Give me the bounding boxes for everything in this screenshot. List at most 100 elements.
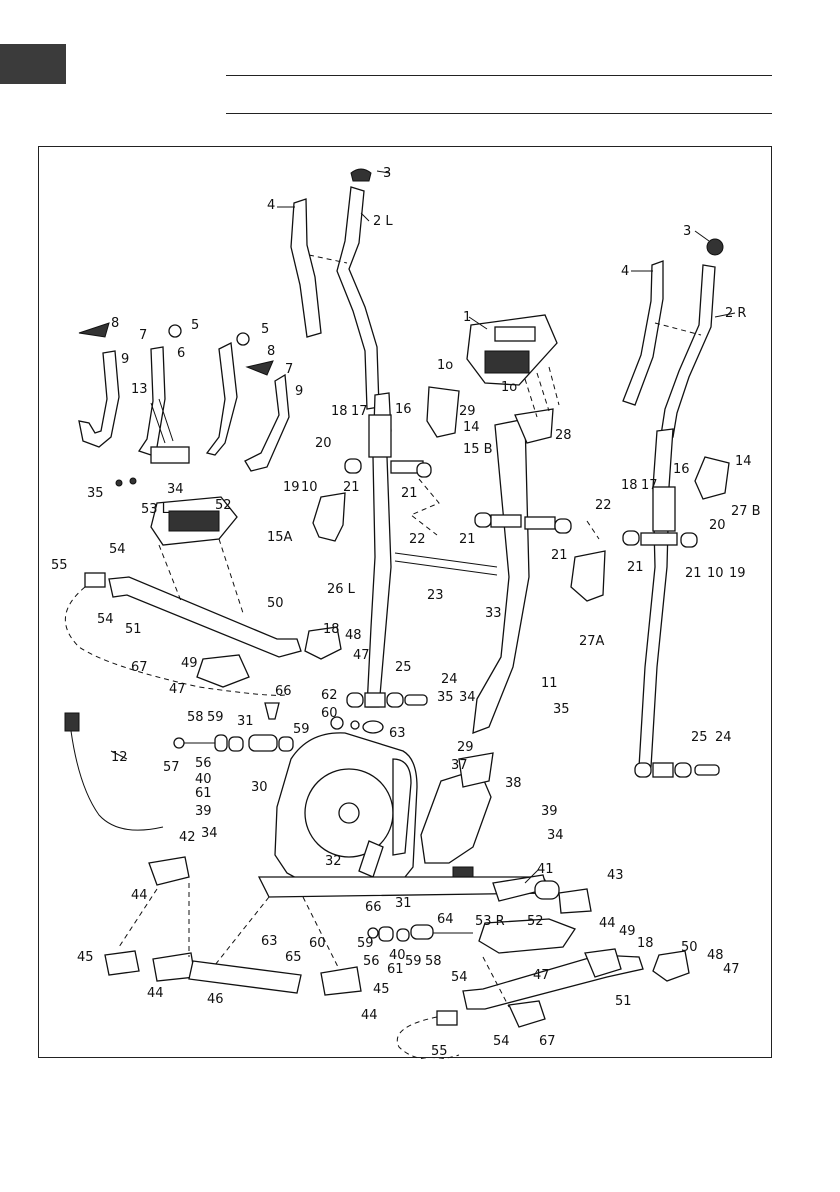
label-p56a: 56: [195, 756, 212, 771]
base-frame-41: [148, 856, 592, 914]
label-p31a: 31: [237, 714, 254, 729]
label-p67a: 67: [131, 660, 148, 675]
label-p63b: 63: [261, 934, 278, 949]
label-p6: 6: [177, 346, 185, 361]
label-p48a: 48: [345, 628, 362, 643]
label-p53r: 53 R: [475, 914, 505, 929]
label-p4a: 4: [267, 198, 275, 213]
label-p25b: 25: [691, 730, 708, 745]
label-p21b: 21: [401, 486, 418, 501]
label-p55a: 55: [51, 558, 68, 573]
label-p1ob: 1o: [501, 380, 517, 395]
label-p3a: 3: [383, 166, 391, 181]
label-p49b: 49: [619, 924, 636, 939]
label-p30: 30: [251, 780, 268, 795]
label-p60a: 60: [321, 706, 338, 721]
label-p21c: 21: [459, 532, 476, 547]
label-p63a: 63: [389, 726, 406, 741]
label-p35a: 35: [87, 486, 104, 501]
label-p5a: 5: [191, 318, 199, 333]
label-p18d: 18: [637, 936, 654, 951]
label-p39b: 39: [541, 804, 558, 819]
label-p48b: 48: [707, 948, 724, 963]
label-p44a: 44: [131, 888, 148, 903]
label-p14a: 14: [463, 420, 480, 435]
label-p18b: 18: [621, 478, 638, 493]
label-p45b: 45: [373, 982, 390, 997]
header-rule-top: [226, 75, 772, 76]
label-p52a: 52: [215, 498, 232, 513]
label-p66a: 66: [275, 684, 292, 699]
label-p49a: 49: [181, 656, 198, 671]
label-p59c: 59: [357, 936, 374, 951]
label-p27a: 27A: [579, 634, 605, 649]
label-p59d: 59: [405, 954, 422, 969]
label-p47d: 47: [723, 962, 740, 977]
label-p51a: 51: [125, 622, 142, 637]
label-p59b: 59: [293, 722, 310, 737]
label-p11: 11: [541, 676, 558, 691]
label-p66b: 66: [365, 900, 382, 915]
label-p54b: 54: [97, 612, 114, 627]
label-p55b: 55: [431, 1044, 448, 1059]
label-p32: 32: [325, 854, 342, 869]
label-p14b: 14: [735, 454, 752, 469]
label-p64: 64: [437, 912, 454, 927]
label-p47b: 47: [169, 682, 186, 697]
header-rule-bottom: [226, 113, 772, 114]
label-p2r: 2 R: [725, 306, 746, 321]
label-p25a: 25: [395, 660, 412, 675]
label-p1: 1: [463, 310, 471, 325]
label-p16a: 16: [395, 402, 412, 417]
label-p26l: 26 L: [327, 582, 356, 597]
pivot-bushings: [344, 458, 698, 576]
console-1: [466, 314, 558, 386]
label-p31b: 31: [395, 896, 412, 911]
label-p67b: 67: [539, 1034, 556, 1049]
label-p54c: 54: [451, 970, 468, 985]
label-p33: 33: [485, 606, 502, 621]
label-p20b: 20: [709, 518, 726, 533]
label-p7b: 7: [285, 362, 293, 377]
label-p41: 41: [537, 862, 554, 877]
label-p50b: 50: [681, 940, 698, 955]
label-p18c: 18: [323, 622, 340, 637]
label-p37: 37: [451, 758, 468, 773]
handlebar-upper-4-left: [290, 198, 322, 338]
label-p38: 38: [505, 776, 522, 791]
label-p15b: 15 B: [463, 442, 493, 457]
label-p50a: 50: [267, 596, 284, 611]
label-p23: 23: [427, 588, 444, 603]
rear-stabilizer-46: [104, 950, 362, 996]
label-p44c: 44: [147, 986, 164, 1001]
label-p60b: 60: [309, 936, 326, 951]
rear-post-right: [570, 428, 730, 768]
label-p35c: 35: [553, 702, 570, 717]
label-p5b: 5: [261, 322, 269, 337]
label-p24b: 24: [715, 730, 732, 745]
leader-lines: [110, 170, 736, 884]
label-p27b: 27 B: [731, 504, 761, 519]
label-p13: 13: [131, 382, 148, 397]
label-p61a: 61: [195, 786, 212, 801]
label-p40b: 40: [389, 948, 406, 963]
part-labels: 3 4 2 L 8 5 7 9 6 5 8 7 9 13 35 34 1 1o …: [51, 166, 761, 1059]
label-p61b: 61: [387, 962, 404, 977]
label-p19a: 19: [283, 480, 300, 495]
label-p65: 65: [285, 950, 302, 965]
label-p29b: 29: [457, 740, 474, 755]
label-p44b: 44: [599, 916, 616, 931]
label-p7a: 7: [139, 328, 147, 343]
label-p59a: 59: [207, 710, 224, 725]
label-p42: 42: [179, 830, 196, 845]
label-p19b: 19: [729, 566, 746, 581]
front-mast-33: [472, 366, 560, 734]
label-p44d: 44: [361, 1008, 378, 1023]
rollers-right-25: [634, 762, 720, 778]
label-p22b: 22: [595, 498, 612, 513]
label-p46: 46: [207, 992, 224, 1007]
label-p21a: 21: [343, 480, 360, 495]
label-p12: 12: [111, 750, 128, 765]
label-p4b: 4: [621, 264, 629, 279]
label-p18a: 18: [331, 404, 348, 419]
